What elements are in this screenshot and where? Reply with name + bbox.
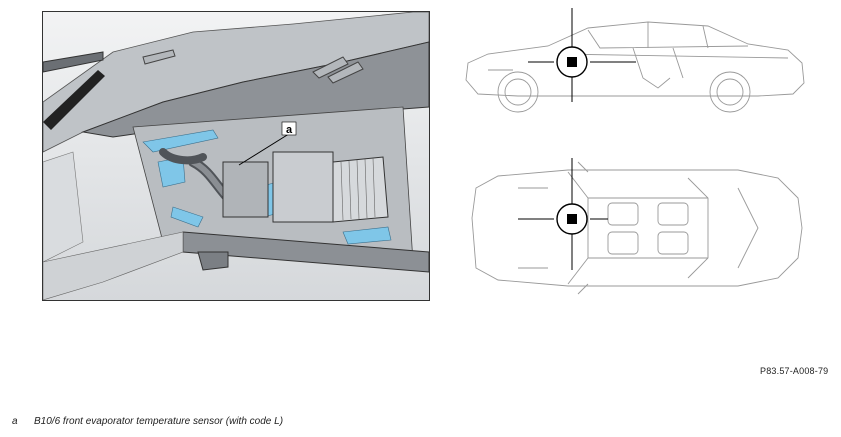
- location-marker-side: [528, 8, 636, 102]
- legend-text: B10/6 front evaporator temperature senso…: [34, 416, 284, 427]
- legend-key: a: [12, 416, 18, 427]
- vehicle-side-drawing: [465, 8, 805, 113]
- vehicle-top-view: [458, 158, 810, 298]
- callout-leader: [238, 131, 293, 166]
- installation-drawing: a: [43, 12, 429, 300]
- vehicle-top-drawing: [471, 158, 803, 295]
- callout-label-a: a: [286, 124, 293, 136]
- vehicle-side-view: [458, 8, 810, 120]
- callout-box: [281, 121, 297, 136]
- legend: a B10/6 front evaporator temperature sens…: [12, 416, 283, 427]
- figure-reference-code: P83.57-A008-79: [760, 366, 829, 376]
- location-marker-top: [518, 158, 608, 270]
- installation-illustration: a: [42, 11, 430, 301]
